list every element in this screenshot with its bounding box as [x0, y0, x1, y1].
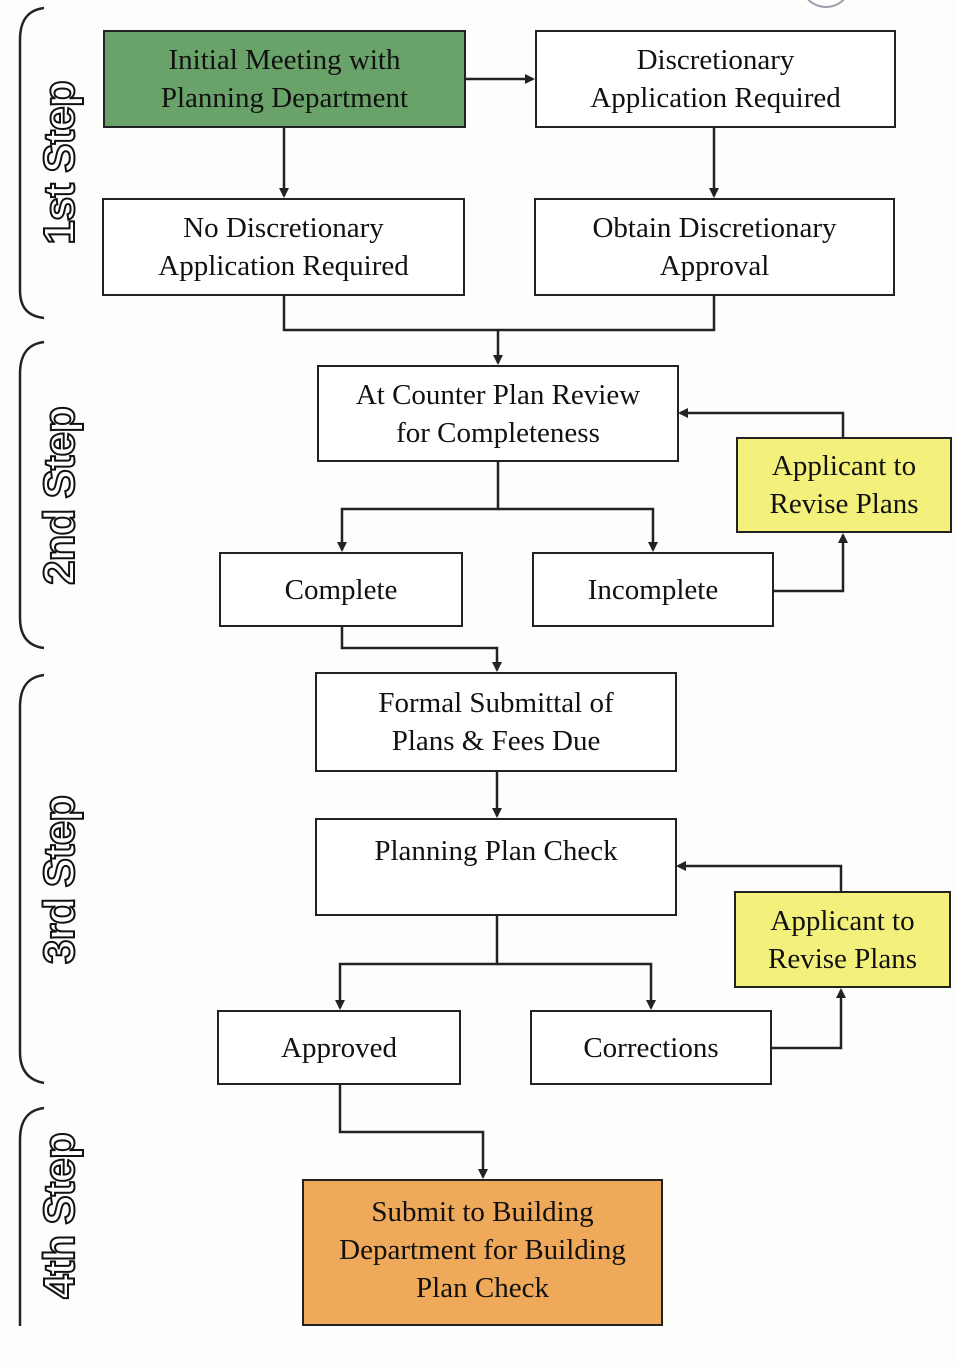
- node-corrections: Corrections: [530, 1010, 772, 1085]
- node-discretionary-required: Discretionary Application Required: [535, 30, 896, 128]
- arrow-incomplete-to-revise: [773, 533, 848, 593]
- arrow-complete-to-submittal: [340, 626, 502, 672]
- node-initial-meeting: Initial Meeting with Planning Department: [103, 30, 466, 128]
- node-approved: Approved: [217, 1010, 461, 1085]
- step-2-bracket: [18, 340, 45, 650]
- step-1-bracket: [18, 6, 45, 320]
- node-planning-check: Planning Plan Check: [315, 818, 677, 916]
- connector-merge-step1: [282, 295, 716, 332]
- arrow-corrections-to-revise: [771, 988, 846, 1050]
- arrow-to-incomplete: [498, 507, 658, 552]
- step-3-label: 3rd Step: [34, 795, 85, 965]
- step-4-bracket: [18, 1106, 45, 1326]
- arrow-revise-to-review: [678, 408, 845, 437]
- node-counter-review: At Counter Plan Review for Completeness: [317, 365, 679, 462]
- step-2-label: 2nd Step: [34, 406, 85, 586]
- arrow-to-corrections: [497, 962, 656, 1010]
- step-4-label: 4th Step: [34, 1132, 85, 1300]
- step-3-bracket: [18, 673, 45, 1085]
- node-no-discretionary: No Discretionary Application Required: [102, 198, 465, 296]
- node-incomplete: Incomplete: [532, 552, 774, 627]
- node-formal-submittal: Formal Submittal of Plans & Fees Due: [315, 672, 677, 772]
- connector-check-split: [335, 915, 499, 1010]
- arrow-revise-to-check: [676, 861, 843, 891]
- connector-review-split: [337, 461, 500, 552]
- node-revise-plans-1: Applicant to Revise Plans: [736, 437, 952, 533]
- step-1-label: 1st Step: [34, 80, 85, 245]
- node-revise-plans-2: Applicant to Revise Plans: [734, 891, 951, 988]
- arrow-approved-to-building: [338, 1084, 488, 1179]
- connectors: [18, 6, 848, 1326]
- node-submit-building: Submit to Building Department for Buildi…: [302, 1179, 663, 1326]
- flowchart: 1st Step 2nd Step 3rd Step 4th Step Init…: [18, 0, 952, 1326]
- node-obtain-approval: Obtain Discretionary Approval: [534, 198, 895, 296]
- node-complete: Complete: [219, 552, 463, 627]
